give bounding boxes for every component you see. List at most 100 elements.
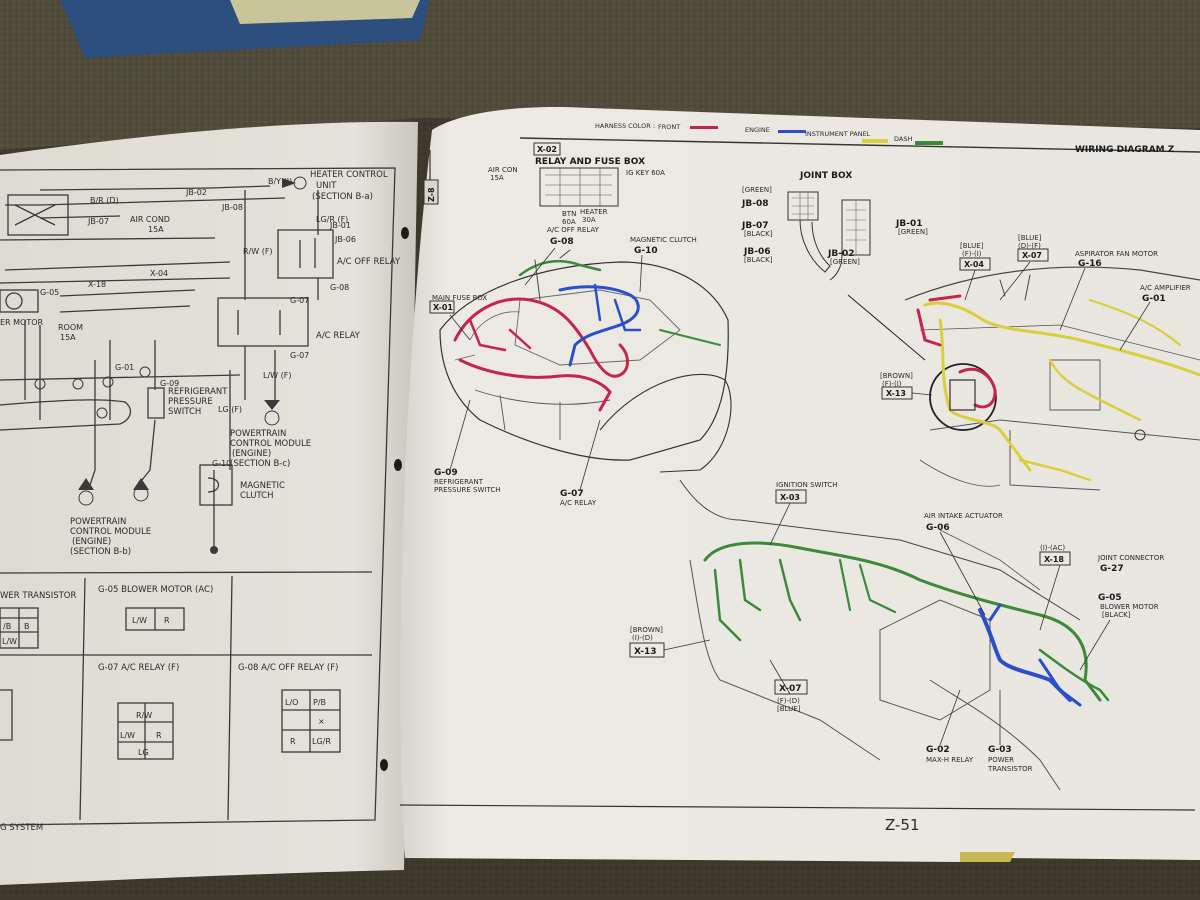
left-refrigerant: REFRIGERANT — [168, 387, 228, 397]
g27-label: G-27 — [1100, 564, 1124, 574]
legend-ip-label: INSTRUMENT PANEL — [805, 130, 871, 138]
legend-dash-label: DASH — [894, 135, 912, 143]
left-page — [0, 121, 418, 886]
left-circle-markers — [34, 176, 307, 506]
conn-g08-title: G-08 A/C OFF RELAY (F) — [238, 663, 338, 673]
harness-legend: HARNESS COLOR : FRONT ENGINE INSTRUMENT … — [595, 122, 943, 145]
conn-g05-title: G-05 BLOWER MOTOR (AC) — [98, 585, 213, 595]
x01-label: X-01 — [433, 303, 453, 312]
conn-g08-pb: P/B — [313, 698, 326, 707]
black-label: [BLACK] — [1102, 611, 1131, 619]
left-jb06: JB-06 — [334, 235, 356, 244]
g10-label: G-10 — [634, 246, 658, 256]
g16-label: G-16 — [1078, 259, 1102, 269]
legend-front-swatch — [690, 126, 718, 129]
x07-upper-label: X-07 — [1022, 251, 1042, 260]
air-intake-label: AIR INTAKE ACTUATOR — [924, 512, 1003, 520]
paper-stack — [230, 0, 420, 24]
x07-lower-box — [774, 679, 808, 695]
left-markers — [78, 178, 296, 554]
f-i2-label: (F)-(I) — [882, 380, 902, 388]
left-lgr-f: LG/R (F) — [316, 215, 348, 224]
x18-box — [1039, 551, 1071, 566]
jb06-label: JB-06 — [743, 247, 770, 257]
g03-label: G-03 — [988, 745, 1012, 755]
left-air-cond-amp: 15A — [148, 225, 164, 234]
left-section-ba: (SECTION B-a) — [312, 192, 373, 202]
left-jb02: JB-02 — [185, 188, 207, 197]
g02-label: G-02 — [926, 745, 950, 755]
joint-box: JOINT BOX [GREEN] JB-08 JB-07 [BLACK] JB… — [741, 171, 928, 361]
ac-off-relay-label: A/C OFF RELAY — [547, 226, 600, 234]
pressure-switch-label: PRESSURE SWITCH — [434, 486, 500, 494]
fuse-box-drawing — [539, 167, 619, 207]
blue-f-label: [BLUE] — [960, 242, 984, 250]
jb06-color: [BLACK] — [744, 256, 773, 264]
dash-lower-drawing — [679, 479, 1081, 791]
x02-box — [533, 142, 561, 156]
magnetic-clutch-label: MAGNETIC CLUTCH — [630, 236, 697, 244]
section-tab: Z-8 — [427, 187, 436, 202]
x04-label: X-04 — [964, 260, 984, 269]
heater-amp: 30A — [582, 216, 596, 224]
air-con-amp: 15A — [490, 174, 504, 182]
left-g10: G-10 — [212, 459, 231, 468]
legend-engine-label: ENGINE — [745, 126, 770, 134]
x02-label: X-02 — [537, 145, 557, 154]
g06-label: G-06 — [926, 523, 950, 533]
engine-bay-drawing — [439, 261, 732, 473]
left-powertrain-r-1: POWERTRAIN — [230, 429, 286, 439]
binding-holes — [380, 227, 409, 771]
left-unit: UNIT — [316, 181, 337, 191]
conn-g07-lg: LG — [138, 748, 149, 757]
d-f-label: (D)-(F) — [1018, 242, 1041, 250]
joint-box-title: JOINT BOX — [799, 171, 852, 181]
section-tab-box — [423, 179, 439, 205]
conn-transistor-title: WER TRANSISTOR — [0, 591, 76, 601]
jb02-label: JB-02 — [827, 249, 854, 259]
left-rw-f: R/W (F) — [243, 247, 273, 256]
i-ac-label: (I)-(AC) — [1040, 544, 1065, 552]
x03-box — [775, 489, 807, 504]
conn-g05-r: R — [164, 616, 170, 625]
brown-upper-label: [BROWN] — [880, 372, 913, 380]
i-d-label: (I)-(D) — [632, 634, 653, 642]
blower-motor-label: BLOWER MOTOR — [1100, 603, 1159, 611]
right-header-rule — [519, 137, 1200, 153]
dash-upper-wires — [916, 274, 1200, 482]
conn-g05-lw: L/W — [132, 616, 147, 625]
left-g05: G-05 — [40, 288, 59, 297]
conn-g07-title: G-07 A/C RELAY (F) — [98, 663, 179, 673]
jb01-label: JB-01 — [895, 219, 922, 229]
conn-g08-lo: L/O — [285, 698, 298, 707]
x03-label: X-03 — [780, 493, 800, 502]
conn-g07-lw: L/W — [120, 731, 135, 740]
left-room: ROOM — [58, 323, 83, 332]
g09-label: G-09 — [434, 468, 458, 478]
legend-title: HARNESS COLOR : — [595, 122, 655, 130]
x13-lower-label: X-13 — [634, 647, 656, 657]
air-con-label: AIR CON — [488, 166, 518, 174]
left-powertrain-l-2: CONTROL MODULE — [70, 527, 151, 537]
joint-box-left-drawing — [787, 191, 819, 221]
left-g01: G-01 — [115, 363, 134, 372]
jb02-color: [GREEN] — [830, 258, 860, 266]
left-er-motor: ER MOTOR — [0, 318, 44, 327]
jb01-color: [GREEN] — [898, 228, 928, 236]
right-frame-left — [399, 150, 1196, 811]
left-ac-relay: A/C RELAY — [316, 331, 361, 341]
joint-connector-label: JOINT CONNECTOR — [1097, 554, 1164, 562]
left-g09: G-09 — [160, 379, 179, 388]
relay-fuse-title: RELAY AND FUSE BOX — [535, 157, 645, 167]
x07-upper-box — [1017, 248, 1049, 262]
power-label: POWER — [988, 756, 1014, 764]
left-magnetic: MAGNETIC — [240, 481, 285, 491]
brown-lower-label: [BROWN] — [630, 626, 663, 634]
left-powertrain-r-4: (SECTION B-c) — [230, 459, 290, 469]
blue-d-label: [BLUE] — [1018, 234, 1042, 242]
x07-lower-label: X-07 — [779, 684, 801, 694]
page-number: Z-51 — [885, 816, 920, 834]
left-room-amp: 15A — [60, 333, 76, 342]
left-g07-bottom: G-07 — [290, 351, 309, 360]
dash-lower-labels: IGNITION SWITCH X-03 AIR INTAKE ACTUATOR… — [629, 481, 1164, 773]
